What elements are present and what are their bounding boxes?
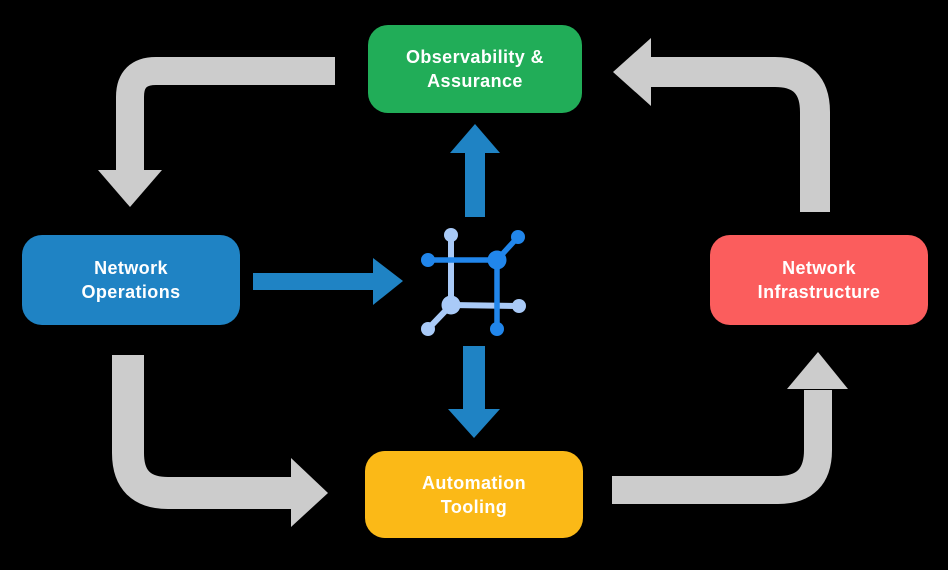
arrow-head <box>450 124 500 153</box>
node-observability-assurance: Observability & Assurance <box>368 25 582 113</box>
icon-node-right <box>512 299 526 313</box>
arrow-operations-to-center <box>253 258 403 305</box>
arrow-infrastructure-to-observability <box>613 38 830 212</box>
node-label: Observability & Assurance <box>405 47 545 91</box>
icon-node-left <box>421 253 435 267</box>
icon-node-top-right <box>511 230 525 244</box>
arrow-shaft <box>112 355 292 509</box>
arrow-head <box>787 352 848 389</box>
node-label: Network Infrastructure <box>757 258 881 302</box>
arrow-head <box>448 409 500 438</box>
node-network-operations: Network Operations <box>22 235 240 325</box>
arrow-observability-to-operations <box>98 57 335 207</box>
node-label: Network Operations <box>81 258 181 302</box>
icon-node-bottom <box>490 322 504 336</box>
icon-hub-bottom-left <box>441 295 461 315</box>
arrow-shaft <box>116 57 335 172</box>
arrow-center-to-automation <box>448 346 500 438</box>
network-automation-icon <box>421 228 526 336</box>
arrow-operations-to-automation <box>112 355 328 527</box>
arrow-shaft <box>612 390 832 504</box>
arrow-shaft <box>650 57 830 212</box>
arrow-shaft <box>253 273 375 290</box>
arrow-head <box>98 170 162 207</box>
arrow-head <box>613 38 651 106</box>
node-network-infrastructure: Network Infrastructure <box>710 235 928 325</box>
arrow-head <box>373 258 403 305</box>
arrow-center-to-observability <box>450 124 500 217</box>
icon-light-bottom-edge <box>448 302 522 309</box>
arrow-head <box>291 458 328 527</box>
icon-node-top <box>444 228 458 242</box>
node-automation-tooling: Automation Tooling <box>365 451 583 538</box>
icon-hub-top-right <box>487 250 507 270</box>
node-label: Automation Tooling <box>422 472 526 517</box>
arrow-shaft <box>463 346 485 411</box>
arrow-automation-to-infrastructure <box>612 352 848 504</box>
arrow-shaft <box>465 151 485 217</box>
icon-node-bottom-left <box>421 322 435 336</box>
